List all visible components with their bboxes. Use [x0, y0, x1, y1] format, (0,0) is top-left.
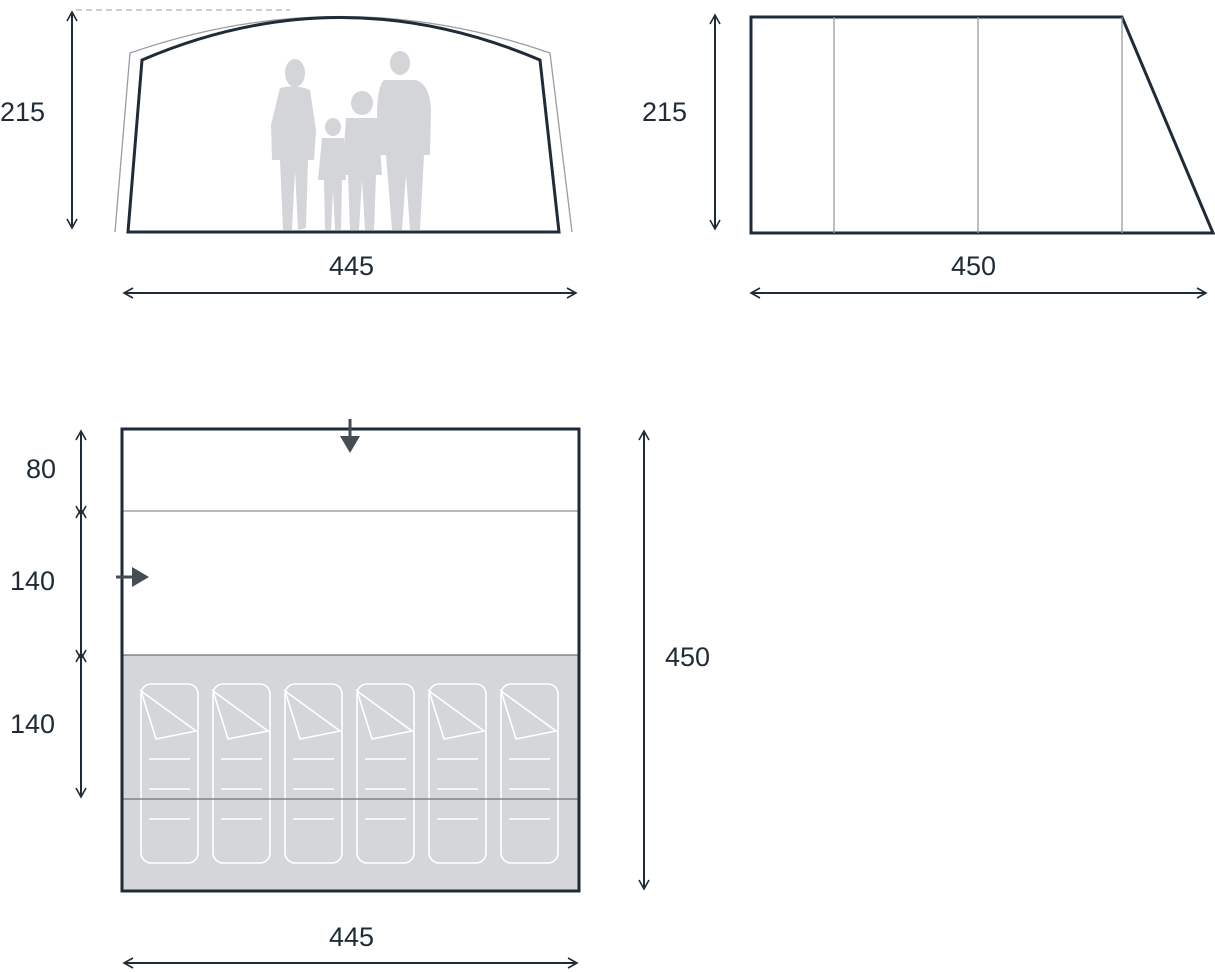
sleeping-bag-icon: [139, 683, 199, 864]
sleeping-bag-icon: [211, 683, 271, 864]
sleeping-bag-icon: [427, 683, 487, 864]
section-label-140: 140: [10, 566, 55, 596]
side-height-label: 215: [642, 97, 687, 127]
section-label-80: 80: [26, 454, 56, 484]
floor-width-label: 445: [329, 922, 374, 952]
section-label-140: 140: [10, 709, 55, 739]
front-view: 215 445: [0, 9, 578, 299]
front-width-label: 445: [329, 251, 374, 281]
entrance-arrow-icon: [340, 419, 360, 453]
tent-inner-outline: [126, 16, 561, 234]
sleeping-bag-icon: [499, 683, 559, 864]
tent-outer-outline: [114, 15, 573, 233]
side-view: 215 450: [642, 13, 1215, 299]
floor-plan: 80 140 140 450 445: [10, 419, 710, 969]
sleeping-area: [122, 655, 579, 891]
tent-side-outline: [749, 15, 1215, 235]
family-silhouette-icon: [271, 51, 431, 231]
front-height-label: 215: [0, 97, 45, 127]
sleeping-bag-icon: [283, 683, 343, 864]
side-depth-label: 450: [951, 251, 996, 281]
entrance-arrow-icon: [116, 567, 149, 587]
sleeping-bag-icon: [355, 683, 415, 864]
total-depth-label: 450: [665, 642, 710, 672]
